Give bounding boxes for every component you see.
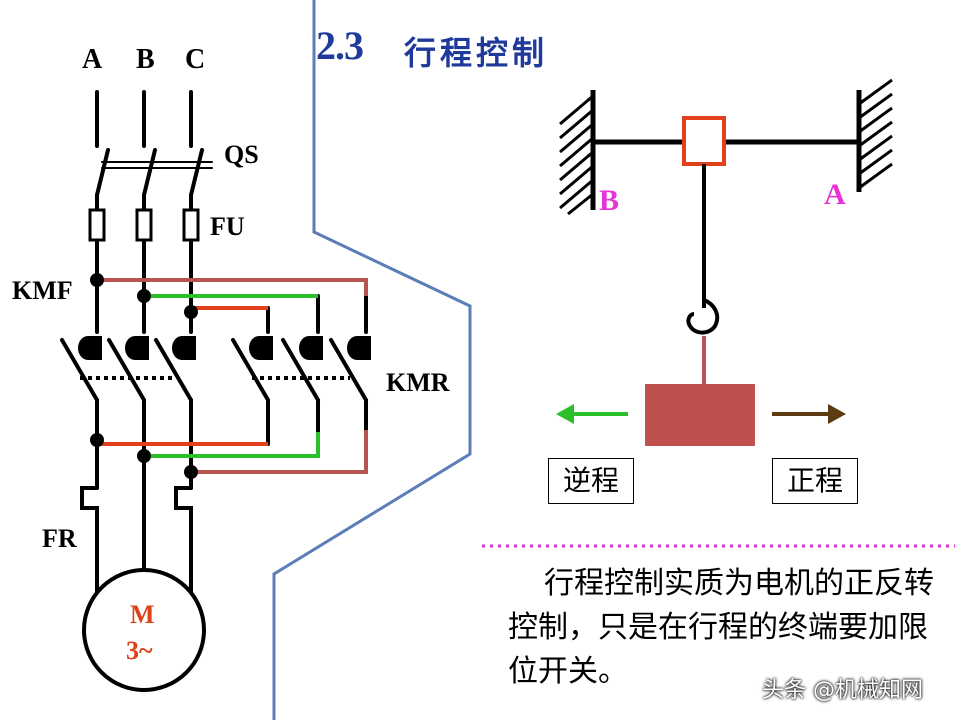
- end-a-label: A: [824, 178, 846, 211]
- contact-caps: [78, 336, 371, 360]
- description-text: 行程控制实质为电机的正反转控制，只是在行程的终端要加限位开关。: [508, 566, 934, 689]
- kmf-label: KMF: [12, 276, 73, 305]
- travel-mechanism: [556, 78, 893, 446]
- phase-b-label: B: [136, 44, 155, 75]
- fr-label: FR: [42, 524, 77, 553]
- section-number: 2.3: [316, 23, 364, 68]
- reverse-stroke-label: 逆程: [548, 458, 634, 504]
- end-b-label: B: [599, 184, 620, 217]
- phase-c-label: C: [185, 44, 206, 75]
- watermark: 头条 @机械知网: [762, 678, 923, 703]
- frame-divider: [272, 0, 472, 720]
- phase-a-label: A: [82, 44, 103, 75]
- kmr-label: KMR: [386, 368, 450, 397]
- section-title: 行程控制: [404, 34, 549, 72]
- reversing-wires: [97, 278, 368, 474]
- forward-stroke-label: 正程: [772, 458, 858, 504]
- motor-label-m: M: [130, 600, 155, 629]
- motor-circle: [82, 568, 206, 692]
- motor-label-phase: 3~: [126, 636, 153, 665]
- fu-label: FU: [210, 212, 245, 241]
- fuses: [88, 208, 200, 242]
- qs-label: QS: [224, 140, 259, 169]
- junction-dots: [90, 273, 198, 479]
